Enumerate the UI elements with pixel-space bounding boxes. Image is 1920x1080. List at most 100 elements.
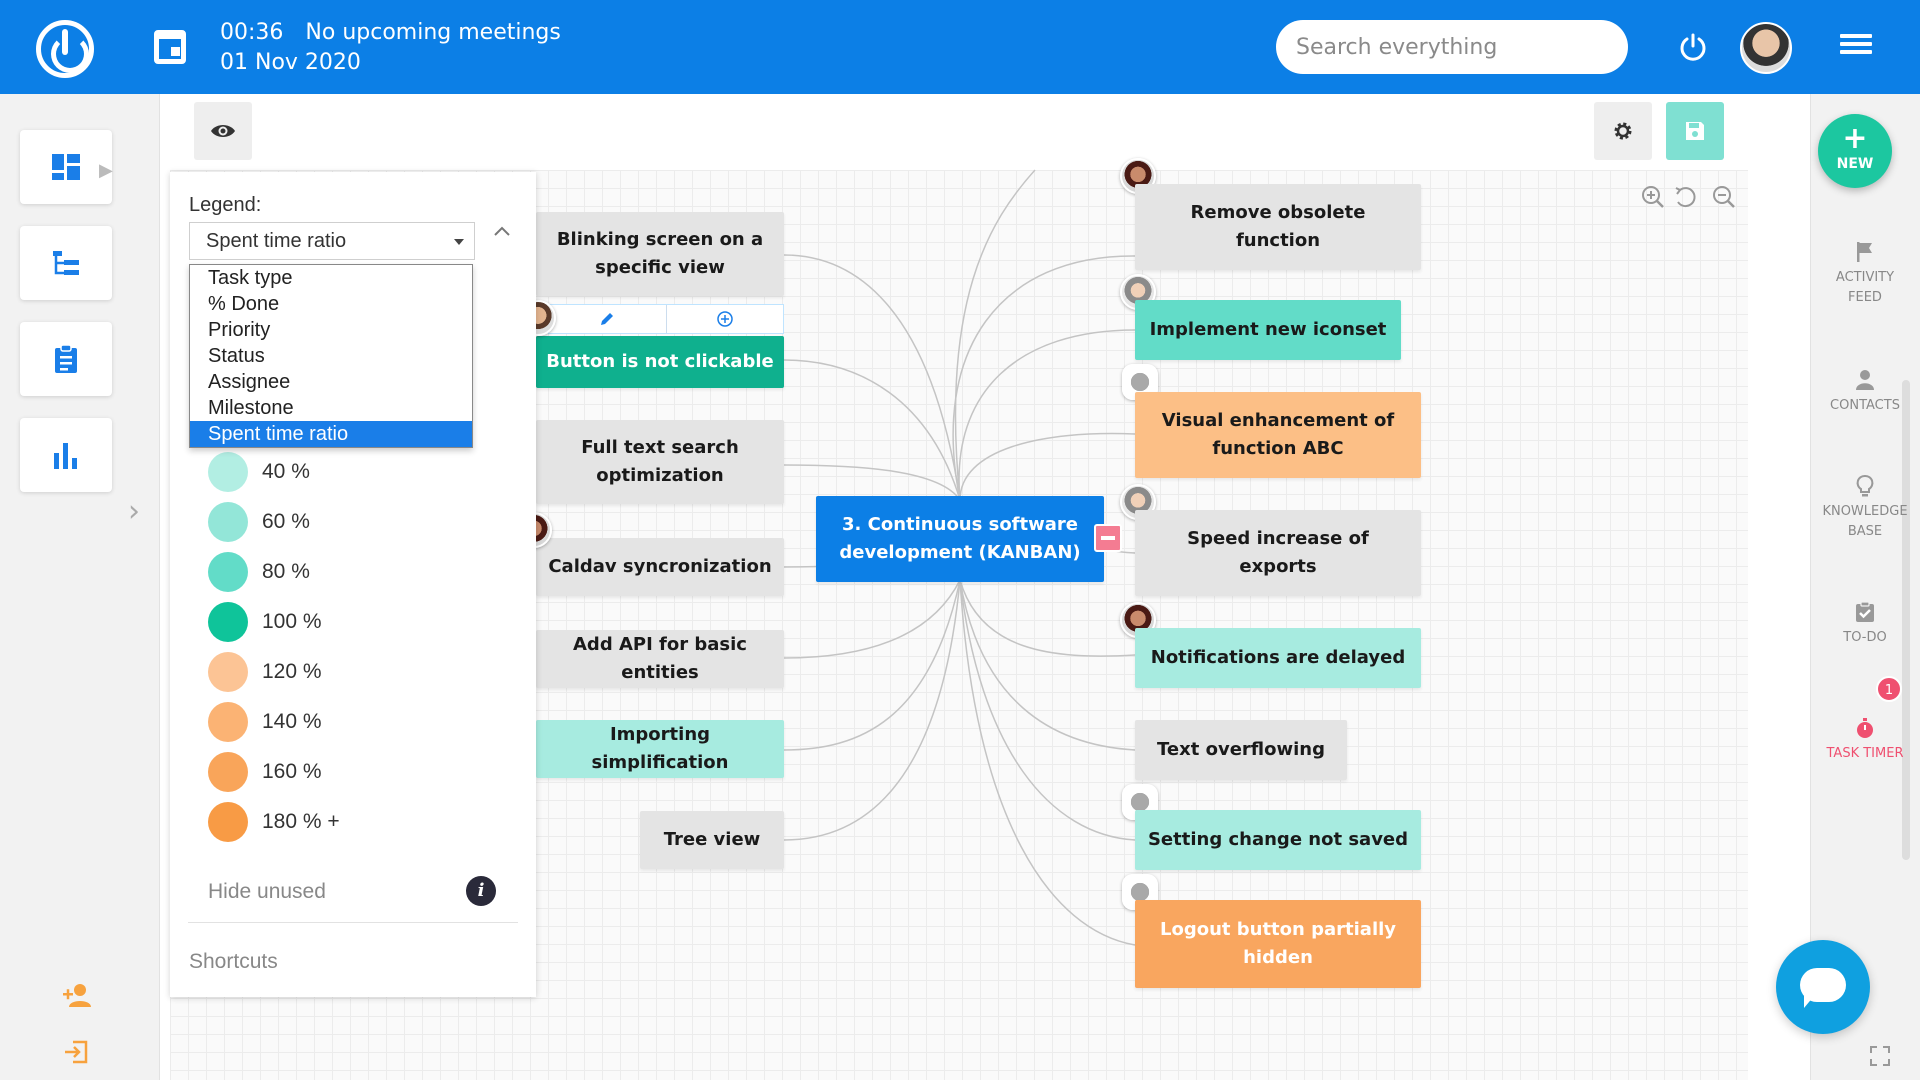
edit-node-button[interactable] xyxy=(549,305,667,333)
legend-color-swatch xyxy=(208,702,248,742)
legend-row: 100 % xyxy=(208,602,322,642)
divider xyxy=(188,922,518,923)
fullscreen-icon[interactable] xyxy=(1868,1044,1892,1068)
new-button[interactable]: + NEW xyxy=(1818,114,1892,188)
save-button[interactable] xyxy=(1666,102,1724,160)
tasks-button[interactable] xyxy=(20,322,112,396)
task-node[interactable]: Add API for basic entities xyxy=(536,630,784,688)
lightbulb-icon xyxy=(1856,475,1874,497)
dropdown-option-selected[interactable]: Spent time ratio xyxy=(190,421,472,447)
dropdown-option[interactable]: % Done xyxy=(208,293,280,315)
tree-view-button[interactable] xyxy=(20,226,112,300)
legend-type-select[interactable]: Spent time ratio xyxy=(189,222,475,260)
view-toggle-button[interactable] xyxy=(194,102,252,160)
search-input[interactable] xyxy=(1276,20,1628,74)
legend-row: 140 % xyxy=(208,702,322,742)
task-node[interactable]: Setting change not saved xyxy=(1135,810,1421,870)
zoom-out-icon[interactable] xyxy=(1713,186,1735,208)
legend-color-swatch xyxy=(208,752,248,792)
power-icon[interactable] xyxy=(1678,32,1708,62)
task-node[interactable]: Importing simplification xyxy=(536,720,784,778)
meetings-status: No upcoming meetings xyxy=(305,20,561,45)
hamburger-menu-icon[interactable] xyxy=(1840,34,1872,60)
legend-panel: Legend: Spent time ratio Task type % Don… xyxy=(170,172,536,997)
stopwatch-icon xyxy=(1857,718,1873,738)
current-date: 01 Nov 2020 xyxy=(220,50,361,75)
zoom-tools xyxy=(1642,186,1735,208)
legend-color-swatch xyxy=(208,602,248,642)
legend-row: 40 % xyxy=(208,452,310,492)
legend-value: 40 % xyxy=(262,460,310,483)
reports-button[interactable] xyxy=(20,418,112,492)
task-node-selected[interactable]: Button is not clickable xyxy=(536,336,784,388)
task-node[interactable]: Implement new iconset xyxy=(1135,300,1401,360)
legend-title: Legend: xyxy=(189,194,262,216)
user-avatar[interactable] xyxy=(1740,22,1792,74)
timer-count-badge: 1 xyxy=(1876,676,1902,702)
legend-color-swatch xyxy=(208,452,248,492)
add-user-icon[interactable] xyxy=(62,982,92,1008)
todo-button[interactable]: TO-DO xyxy=(1810,600,1920,648)
legend-row: 160 % xyxy=(208,752,322,792)
legend-value: 60 % xyxy=(262,510,310,533)
hide-unused-toggle[interactable]: Hide unused xyxy=(208,880,326,903)
legend-value: 120 % xyxy=(262,660,322,683)
dropdown-option[interactable]: Priority xyxy=(208,319,271,341)
scrollbar[interactable] xyxy=(1902,380,1910,860)
add-child-button[interactable] xyxy=(667,305,784,333)
checklist-icon xyxy=(1856,601,1874,622)
plus-icon: + xyxy=(1842,121,1868,156)
legend-row: 180 % + xyxy=(208,802,340,842)
task-node[interactable]: Caldav syncronization xyxy=(536,538,784,596)
calendar-icon[interactable] xyxy=(154,30,186,64)
legend-value: 180 % + xyxy=(262,810,340,833)
dropdown-option[interactable]: Status xyxy=(208,345,265,367)
task-node[interactable]: Text overflowing xyxy=(1135,720,1347,780)
info-icon[interactable]: i xyxy=(466,876,496,906)
bar-chart-icon xyxy=(54,443,77,469)
legend-value: 160 % xyxy=(262,760,322,783)
dropdown-option[interactable]: Milestone xyxy=(208,397,294,419)
node-action-bar xyxy=(548,304,784,334)
current-time: 00:36 xyxy=(220,20,284,45)
legend-row: 80 % xyxy=(208,552,310,592)
dropdown-option[interactable]: Assignee xyxy=(208,371,291,393)
task-node[interactable]: Notifications are delayed xyxy=(1135,628,1421,688)
legend-value: 100 % xyxy=(262,610,322,633)
person-icon xyxy=(1856,370,1874,390)
task-timer-button[interactable]: TASK TIMER xyxy=(1810,716,1920,764)
reset-zoom-icon[interactable] xyxy=(1675,187,1696,208)
legend-value: 140 % xyxy=(262,710,322,733)
collapse-node-button[interactable] xyxy=(1094,524,1122,552)
chat-bubble-button[interactable] xyxy=(1776,940,1870,1034)
logout-icon[interactable] xyxy=(62,1038,90,1066)
settings-button[interactable] xyxy=(1594,102,1652,160)
chevron-up-icon[interactable] xyxy=(490,220,514,244)
dashboard-button[interactable] xyxy=(20,130,112,204)
knowledge-base-button[interactable]: KNOWLEDGE BASE xyxy=(1810,474,1920,542)
zoom-in-icon[interactable] xyxy=(1642,186,1664,208)
legend-value: 80 % xyxy=(262,560,310,583)
contacts-button[interactable]: CONTACTS xyxy=(1810,368,1920,416)
top-bar: 00:36 No upcoming meetings 01 Nov 2020 xyxy=(0,0,1920,94)
shortcuts-section[interactable]: Shortcuts xyxy=(189,950,278,973)
expand-sidebar-icon[interactable]: › xyxy=(128,494,140,529)
activity-feed-button[interactable]: ACTIVITY FEED xyxy=(1810,240,1920,308)
dropdown-option[interactable]: Task type xyxy=(208,267,293,289)
app-logo-icon[interactable] xyxy=(36,20,94,78)
dashboard-icon xyxy=(52,154,80,180)
task-node[interactable]: Tree view xyxy=(640,811,784,869)
gear-icon xyxy=(1614,122,1632,140)
floppy-disk-icon xyxy=(1686,122,1704,140)
legend-type-dropdown: Task type % Done Priority Status Assigne… xyxy=(189,264,473,448)
meeting-info[interactable]: 00:36 No upcoming meetings 01 Nov 2020 xyxy=(220,18,583,78)
legend-color-swatch xyxy=(208,652,248,692)
legend-color-swatch xyxy=(208,802,248,842)
